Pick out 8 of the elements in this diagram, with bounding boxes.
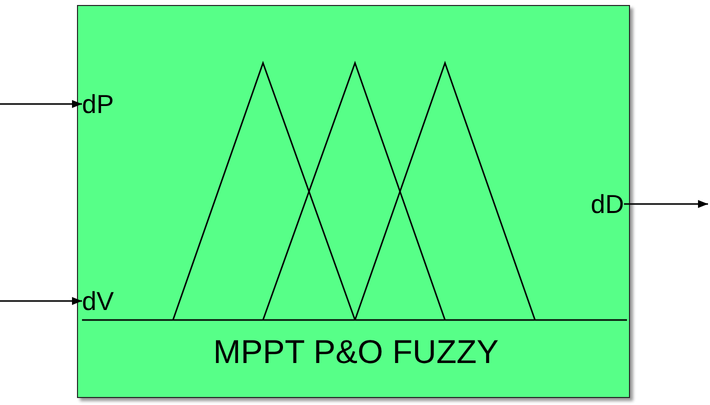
port-label: dP	[82, 90, 114, 118]
port-label: dV	[82, 287, 114, 315]
function-block	[77, 5, 630, 398]
arrow	[624, 200, 708, 208]
port-label: dD	[590, 190, 624, 218]
block-title: MPPT P&O FUZZY	[212, 334, 500, 370]
arrow	[0, 297, 82, 305]
arrow	[0, 100, 82, 108]
